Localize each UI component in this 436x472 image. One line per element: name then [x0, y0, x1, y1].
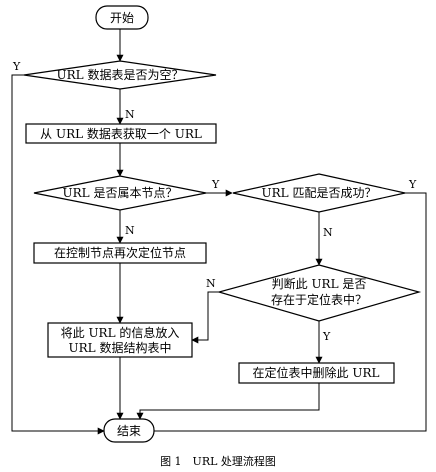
process-delete-url: 在定位表中删除此 URL: [238, 362, 395, 384]
label-table-empty-no: N: [125, 108, 135, 121]
process-put-info-label-2: URL 数据结构表中: [69, 340, 172, 355]
edges: [11, 29, 427, 435]
decision-is-attached-label: URL 是否属本节点？: [63, 186, 178, 200]
process-put-info: 将此 URL 的信息放入 URL 数据结构表中: [47, 322, 193, 358]
decision-match-ok-label: URL 匹配是否成功？: [262, 186, 377, 200]
label-match-ok-yes: Y: [408, 178, 417, 191]
decision-in-table-label-2: 存在于定位表中？: [271, 292, 367, 307]
label-is-attached-no: N: [125, 224, 135, 237]
decision-table-empty-label: URL 数据表是否为空？: [57, 67, 184, 82]
decision-table-empty: URL 数据表是否为空？: [23, 60, 217, 90]
label-match-ok-no: N: [323, 226, 333, 239]
edge-delete-to-end: [136, 383, 320, 420]
label-in-table-yes: Y: [322, 330, 331, 343]
start-node: 开始: [95, 5, 149, 30]
label-table-empty-yes: Y: [12, 60, 21, 73]
label-is-attached-yes: Y: [211, 178, 220, 191]
edge-match-ok-yes: [135, 192, 427, 435]
edge-table-empty-yes: [11, 74, 105, 435]
decision-match-ok: URL 匹配是否成功？: [232, 173, 406, 213]
process-delete-url-label: 在定位表中删除此 URL: [253, 365, 380, 380]
process-fetch-url: 从 URL 数据表获取一个 URL: [25, 123, 217, 144]
end-label: 结束: [117, 424, 141, 438]
process-fetch-url-label: 从 URL 数据表获取一个 URL: [40, 126, 202, 141]
decision-in-table: 判断此 URL 是否 存在于定位表中？: [216, 264, 422, 322]
edge-in-table-no: [191, 291, 219, 344]
label-in-table-no: N: [206, 277, 216, 290]
process-relocate: 在控制节点再次定位节点: [33, 242, 207, 264]
edge-labels: Y N Y N Y N N Y: [12, 60, 417, 343]
decision-in-table-label-1: 判断此 URL 是否: [272, 276, 367, 291]
decision-is-attached: URL 是否属本节点？: [33, 175, 207, 211]
process-relocate-label: 在控制节点再次定位节点: [54, 245, 186, 260]
process-put-info-label-1: 将此 URL 的信息放入: [61, 325, 180, 340]
start-label: 开始: [110, 11, 134, 25]
figure-caption: 图 1 URL 处理流程图: [160, 454, 276, 468]
end-node: 结束: [103, 418, 155, 443]
